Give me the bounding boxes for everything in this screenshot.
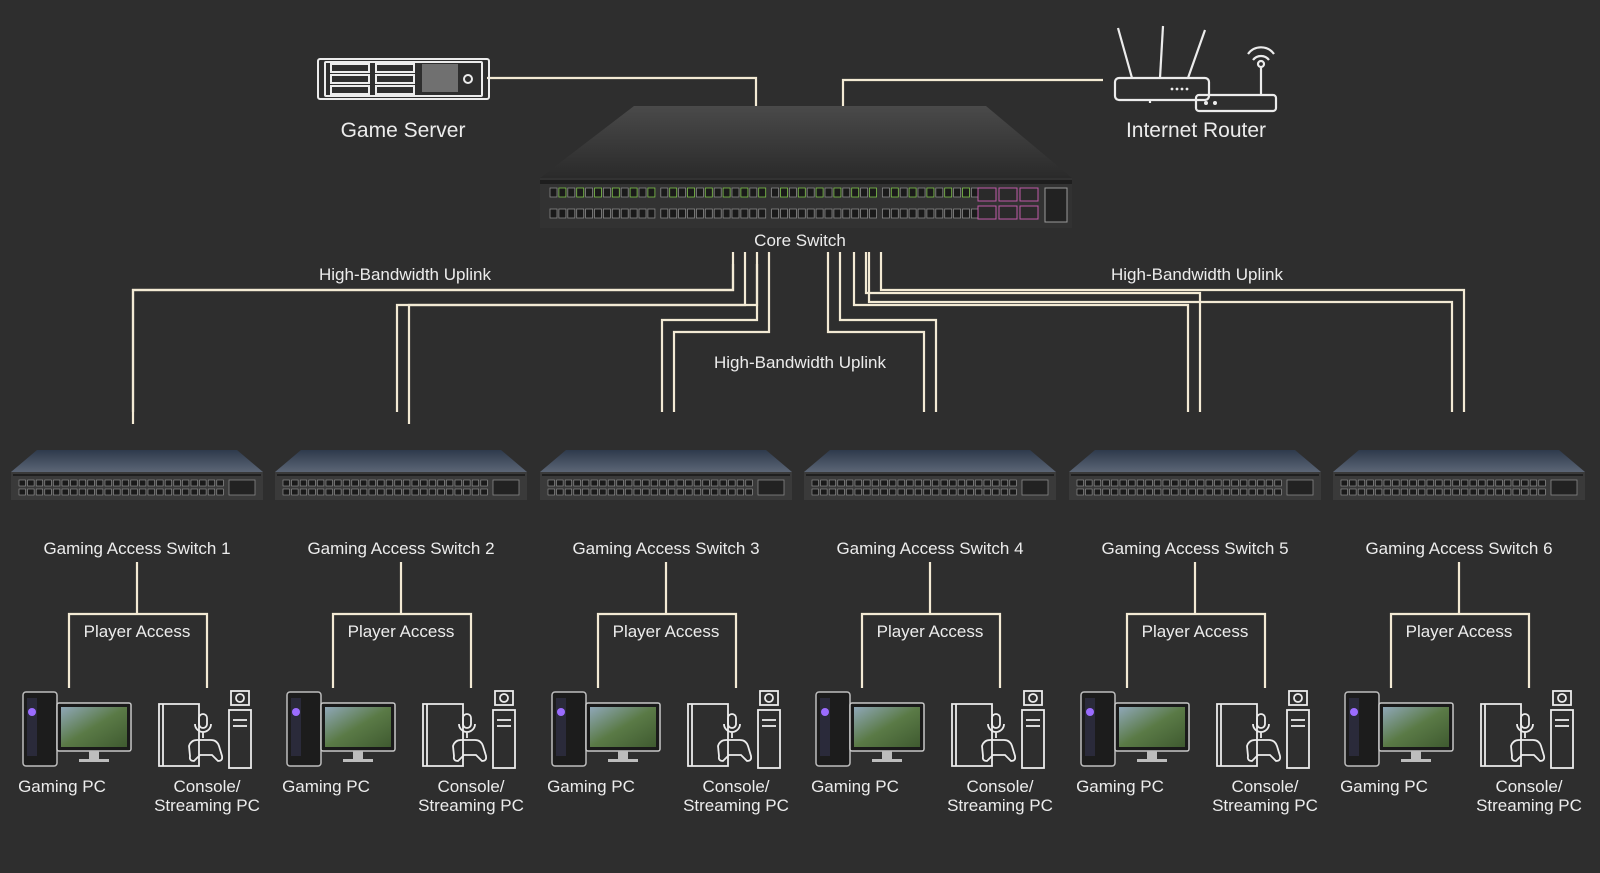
uplink-label-center: High-Bandwidth Uplink	[714, 353, 886, 372]
access-switch-1-icon	[11, 450, 263, 500]
gaming-pc-label-1: Gaming PC	[18, 777, 106, 796]
console-label-line1-5: Console/	[1231, 777, 1298, 796]
console-label-line2-5: Streaming PC	[1212, 796, 1318, 815]
access-switch-label-6: Gaming Access Switch 6	[1365, 539, 1552, 558]
console-streaming-icon-5	[1216, 690, 1310, 769]
internet-router-label: Internet Router	[1126, 119, 1266, 142]
player-access-lines-4	[860, 562, 1002, 688]
gaming-pc-icon-4	[815, 691, 925, 767]
player-access-label-1: Player Access	[84, 622, 191, 641]
top-cables	[487, 76, 1103, 106]
uplink-cables	[131, 252, 1466, 424]
internet-router-icon	[1113, 25, 1278, 113]
gaming-pc-label-3: Gaming PC	[547, 777, 635, 796]
console-label-line2-1: Streaming PC	[154, 796, 260, 815]
console-streaming-icon-4	[951, 690, 1045, 769]
player-access-label-3: Player Access	[613, 622, 720, 641]
player-access-lines-3	[596, 562, 738, 688]
gaming-pc-label-6: Gaming PC	[1340, 777, 1428, 796]
player-access-label-2: Player Access	[348, 622, 455, 641]
access-switch-3-icon	[540, 450, 792, 500]
player-access-label-6: Player Access	[1406, 622, 1513, 641]
gaming-pc-icon-5	[1080, 691, 1190, 767]
player-access-lines-5	[1125, 562, 1267, 688]
gaming-pc-label-4: Gaming PC	[811, 777, 899, 796]
console-streaming-icon-6	[1480, 690, 1574, 769]
uplink-label-right: High-Bandwidth Uplink	[1111, 265, 1283, 284]
access-switch-label-4: Gaming Access Switch 4	[836, 539, 1023, 558]
console-streaming-icon-2	[422, 690, 516, 769]
console-label-line2-2: Streaming PC	[418, 796, 524, 815]
console-label-line2-3: Streaming PC	[683, 796, 789, 815]
access-switch-4-icon	[804, 450, 1056, 500]
access-switch-2-icon	[275, 450, 527, 500]
game-server-label: Game Server	[341, 119, 466, 142]
access-switch-label-5: Gaming Access Switch 5	[1101, 539, 1288, 558]
player-access-lines-1	[67, 562, 209, 688]
game-server-icon	[317, 58, 490, 100]
gaming-pc-icon-3	[551, 691, 661, 767]
player-access-label-4: Player Access	[877, 622, 984, 641]
server-cable	[487, 76, 758, 106]
console-label-line1-2: Console/	[437, 777, 504, 796]
player-access-lines-2	[331, 562, 473, 688]
access-switch-5-icon	[1069, 450, 1321, 500]
gaming-pc-icon-1	[22, 691, 132, 767]
console-label-line1-4: Console/	[966, 777, 1033, 796]
gaming-pc-label-2: Gaming PC	[282, 777, 370, 796]
console-streaming-icon-3	[687, 690, 781, 769]
console-label-line1-3: Console/	[702, 777, 769, 796]
router-cable	[841, 78, 1103, 106]
player-access-lines-6	[1389, 562, 1531, 688]
uplink-label-left: High-Bandwidth Uplink	[319, 265, 491, 284]
console-label-line1-1: Console/	[173, 777, 240, 796]
access-switch-6-icon	[1333, 450, 1585, 500]
access-switch-label-3: Gaming Access Switch 3	[572, 539, 759, 558]
gaming-pc-label-5: Gaming PC	[1076, 777, 1164, 796]
core-switch-icon	[540, 106, 1072, 228]
access-switches	[11, 450, 1585, 500]
gaming-pc-icon-2	[286, 691, 396, 767]
console-streaming-icon-1	[158, 690, 252, 769]
core-switch-label: Core Switch	[754, 231, 846, 250]
console-label-line2-4: Streaming PC	[947, 796, 1053, 815]
access-switch-label-2: Gaming Access Switch 2	[307, 539, 494, 558]
gaming-pc-icon-6	[1344, 691, 1454, 767]
console-label-line1-6: Console/	[1495, 777, 1562, 796]
access-switch-label-1: Gaming Access Switch 1	[43, 539, 230, 558]
console-label-line2-6: Streaming PC	[1476, 796, 1582, 815]
player-access-label-5: Player Access	[1142, 622, 1249, 641]
